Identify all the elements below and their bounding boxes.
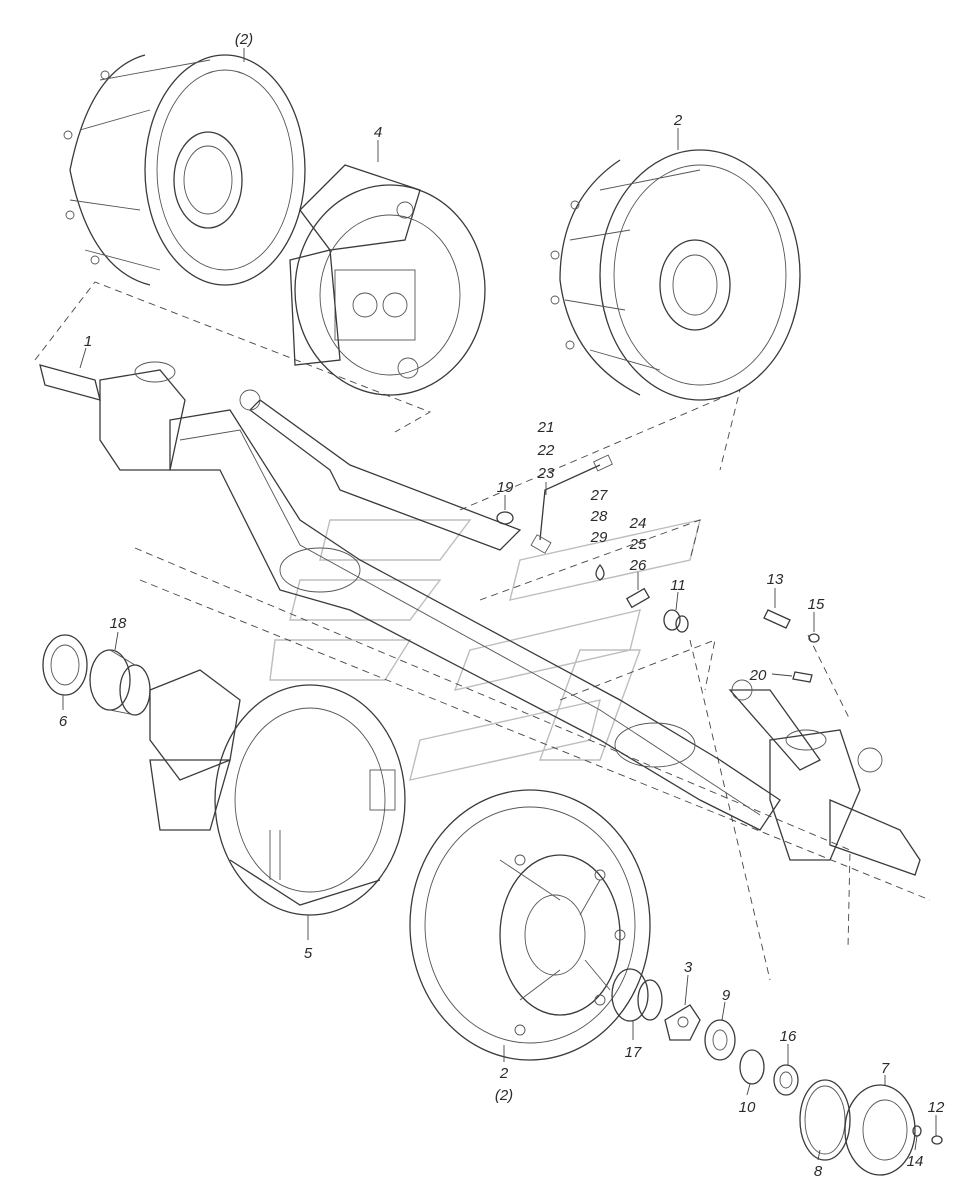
callout-6: 6	[59, 713, 68, 730]
hub-drum-bottom	[409, 789, 651, 1061]
callout-28: 28	[590, 508, 608, 525]
callout-7: 7	[881, 1060, 890, 1077]
washer-15	[808, 633, 820, 643]
callout-14: 14	[907, 1153, 924, 1170]
callout-19: 19	[497, 479, 514, 496]
roller-bearing-17	[611, 968, 663, 1022]
callout-20: 20	[749, 667, 767, 684]
brake-drum-top-left	[63, 54, 306, 286]
callout-2-top-right: 2	[673, 112, 683, 129]
hub-cap-7	[844, 1084, 916, 1176]
plug-19	[496, 511, 514, 525]
callout-5: 5	[304, 945, 313, 962]
key-20	[792, 671, 813, 683]
callout-15: 15	[808, 596, 825, 613]
abs-sensor	[530, 454, 613, 554]
lock-plate-9	[704, 1019, 736, 1061]
callout-22: 22	[537, 442, 555, 459]
callout-9: 9	[722, 987, 731, 1004]
callout-labels: (2) 4 2 1 21 22 23 19 27 28 29 24 25 26 …	[59, 31, 945, 1180]
callout-8: 8	[814, 1163, 823, 1180]
axle-beam	[39, 361, 921, 876]
washer-10	[739, 1049, 765, 1085]
callout-13: 13	[767, 571, 784, 588]
callout-25: 25	[629, 536, 647, 553]
callout-10: 10	[739, 1099, 756, 1116]
callout-27: 27	[590, 487, 608, 504]
nut-16	[773, 1064, 799, 1096]
callout-4: 4	[374, 124, 382, 141]
callout-2-paren-bottom: (2)	[495, 1087, 513, 1104]
bolt-13	[763, 609, 791, 629]
callout-2-bottom: 2	[499, 1065, 509, 1082]
callout-17: 17	[625, 1044, 642, 1061]
callout-24: 24	[629, 515, 647, 532]
bushing-11	[663, 609, 689, 633]
gasket-8	[799, 1079, 851, 1161]
lock-washer-3	[664, 1004, 701, 1041]
washer-14	[912, 1125, 922, 1137]
callout-1: 1	[84, 333, 92, 350]
callout-23: 23	[537, 465, 555, 482]
callout-18: 18	[110, 615, 127, 632]
callout-29: 29	[590, 529, 608, 546]
brake-mechanism-top	[289, 164, 486, 396]
callout-11: 11	[670, 577, 686, 594]
plug-12	[931, 1135, 943, 1145]
callout-26: 26	[629, 557, 647, 574]
callout-21: 21	[537, 419, 555, 436]
brake-drum-top-right	[550, 149, 801, 401]
leader-lines	[62, 48, 937, 1161]
seal-ring-6	[42, 634, 88, 696]
callout-2-paren-top: (2)	[235, 31, 253, 48]
callout-3: 3	[684, 959, 693, 976]
roller-bearing-18	[89, 649, 151, 716]
grease-drop-29	[595, 563, 605, 581]
spring-26	[625, 587, 651, 609]
callout-16: 16	[780, 1028, 797, 1045]
callout-12: 12	[928, 1099, 945, 1116]
brake-mechanism-bottom	[149, 669, 406, 916]
assembly-dashed-lines	[34, 281, 931, 981]
